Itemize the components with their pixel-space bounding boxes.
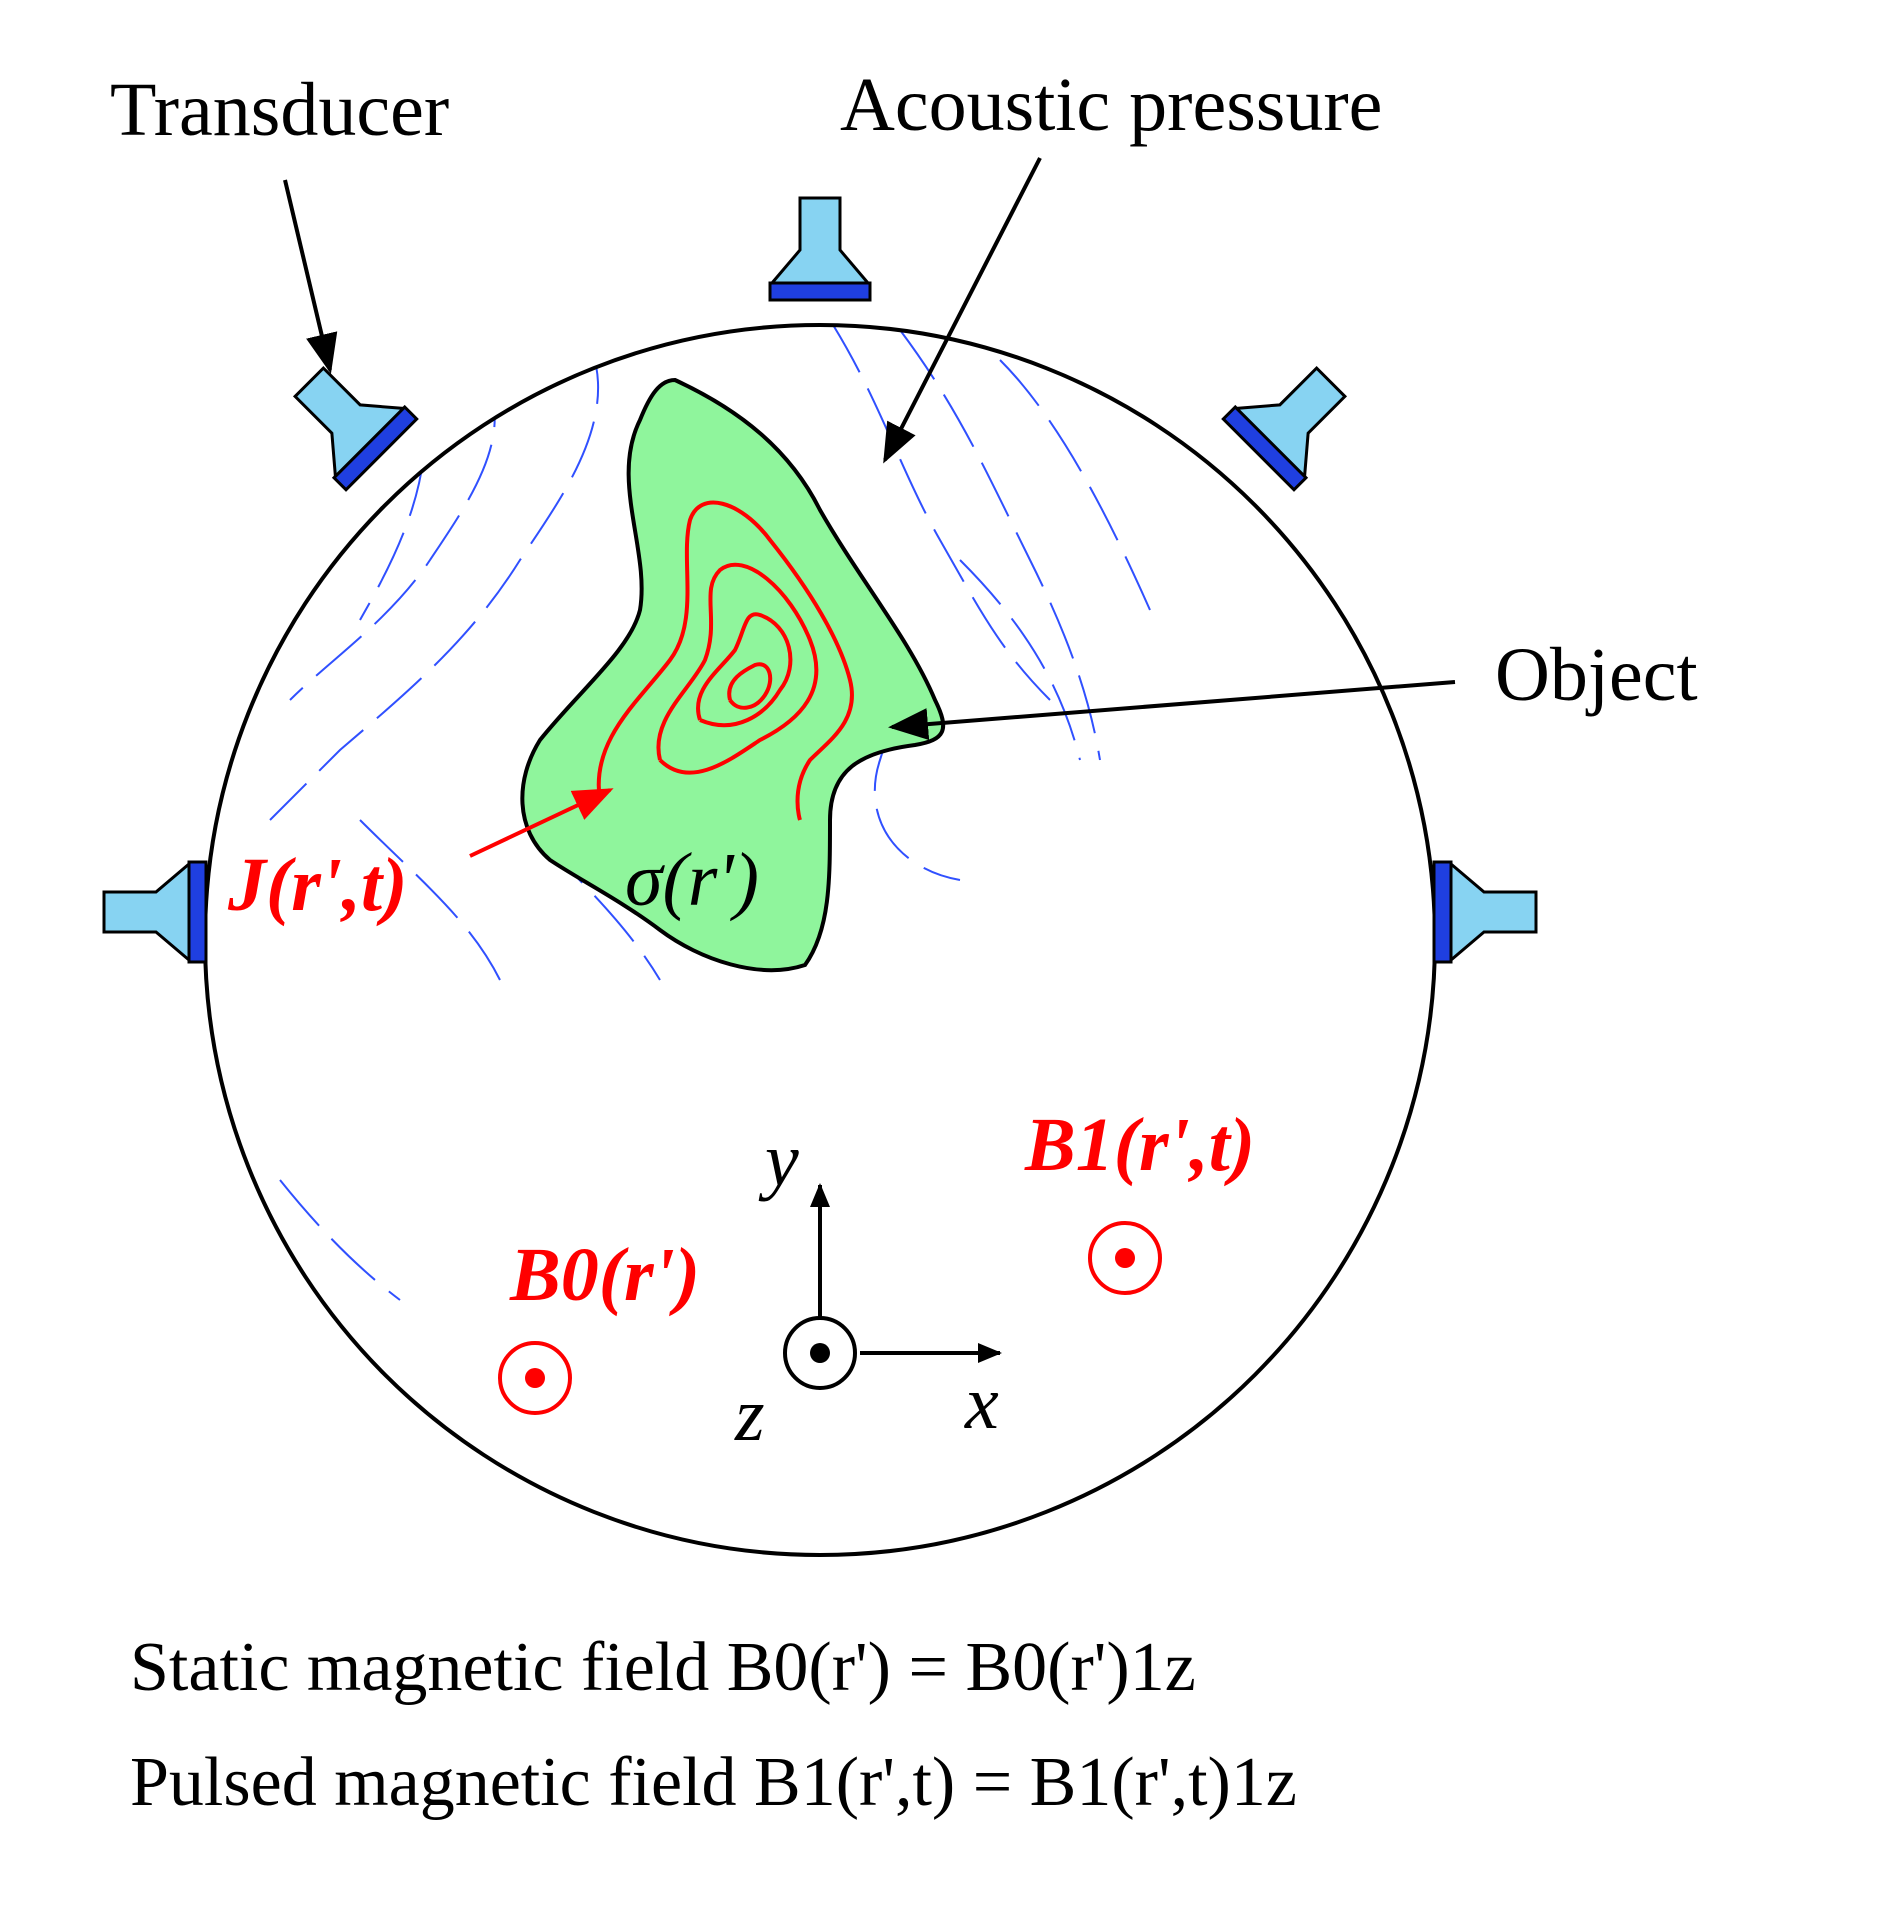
static-field-label: B0(r') bbox=[509, 1233, 700, 1317]
conductivity-label: σ(r') bbox=[625, 838, 759, 922]
z-axis-dot bbox=[810, 1343, 830, 1363]
pulsed-field-symbol bbox=[1088, 1221, 1162, 1295]
static-field-symbol bbox=[498, 1341, 572, 1415]
transducer-upper-left bbox=[292, 365, 419, 492]
y-axis-label: y bbox=[758, 1118, 799, 1202]
current-contours bbox=[596, 500, 854, 821]
transducer-top bbox=[768, 196, 872, 302]
current-pointer-arrow bbox=[469, 788, 614, 858]
transducer-left bbox=[102, 860, 208, 964]
transducer-right bbox=[1432, 860, 1538, 964]
object-region bbox=[520, 377, 946, 973]
x-axis-label: x bbox=[964, 1361, 999, 1445]
current-density-label: J(r',t) bbox=[227, 843, 407, 927]
acoustic-pressure-pointer-arrow bbox=[883, 157, 1042, 464]
object-label: Object bbox=[1495, 633, 1698, 717]
z-axis-symbol bbox=[783, 1316, 857, 1390]
transducer-pointer-arrow bbox=[283, 179, 338, 374]
acoustic-pressure-label: Acoustic pressure bbox=[840, 63, 1382, 147]
pulsed-field-label: B1(r',t) bbox=[1024, 1103, 1255, 1187]
transducer-upper-right bbox=[1221, 365, 1348, 492]
coordinate-axes bbox=[783, 1183, 1002, 1390]
z-axis-label: z bbox=[734, 1373, 765, 1457]
static-field-equation: Static magnetic field B0(r') = B0(r')1z bbox=[130, 1629, 1196, 1706]
pulsed-field-equation: Pulsed magnetic field B1(r',t) = B1(r',t… bbox=[130, 1744, 1297, 1821]
object-pointer-arrow bbox=[888, 680, 1456, 741]
transducer-label: Transducer bbox=[110, 68, 449, 152]
